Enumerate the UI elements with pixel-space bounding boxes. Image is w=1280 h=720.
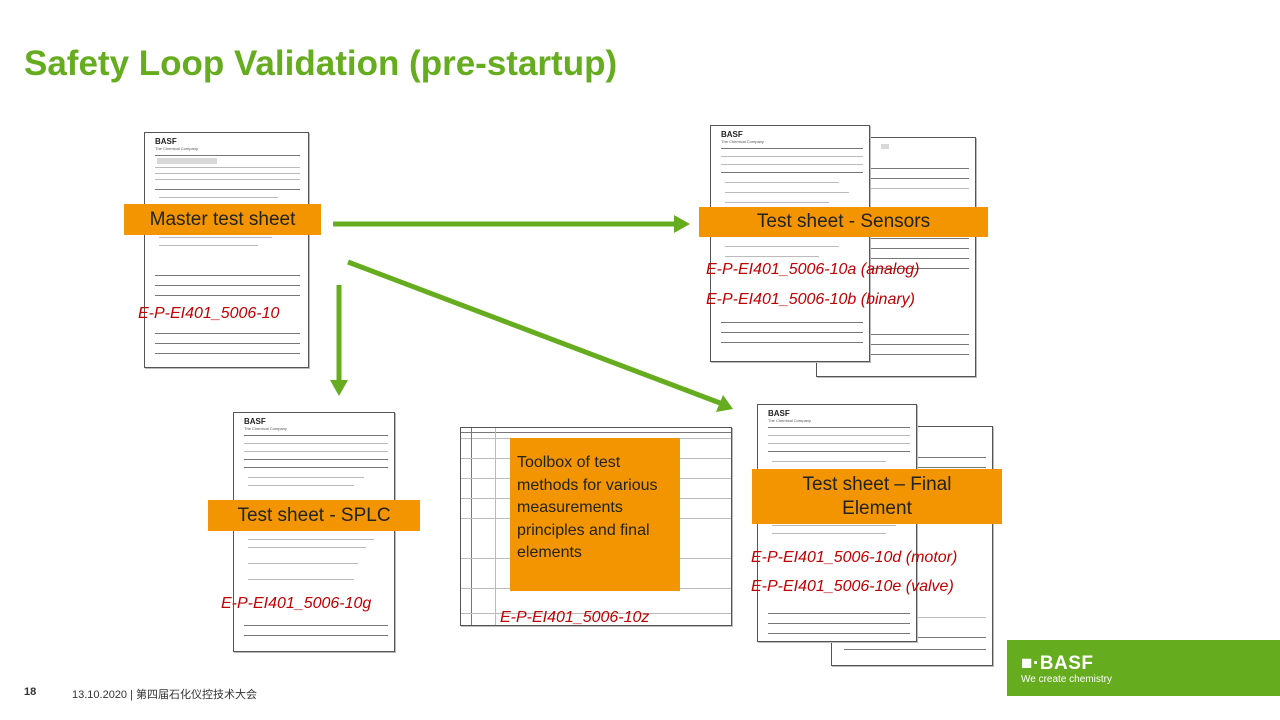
doc-logo-subtitle: The Chemical Company	[768, 418, 811, 423]
sensors-test-sheet-thumbnail-front: BASF The Chemical Company	[710, 125, 870, 362]
arrow-to-splc-head	[330, 380, 348, 396]
doc-logo-subtitle: The Chemical Company	[244, 426, 287, 431]
toolbox-code: E-P-EI401_5006-10z	[500, 609, 650, 626]
basf-tagline: We create chemistry	[1021, 674, 1112, 685]
doc-logo: BASF	[244, 417, 266, 426]
final-element-motor-code: E-P-EI401_5006-10d (motor)	[751, 549, 958, 566]
splc-test-sheet-code: E-P-EI401_5006-10g	[221, 595, 372, 612]
basf-logo-mark: ■·BASF	[1021, 653, 1094, 674]
final-element-valve-code: E-P-EI401_5006-10e (valve)	[751, 578, 954, 595]
doc-logo-subtitle: The Chemical Company	[155, 146, 198, 151]
doc-logo: BASF	[768, 409, 790, 418]
master-test-sheet-thumbnail: BASF The Chemical Company	[144, 132, 309, 368]
sensors-test-sheet-label: Test sheet - Sensors	[699, 207, 988, 237]
sensors-analog-code: E-P-EI401_5006-10a (analog)	[706, 261, 920, 278]
arrow-to-final-element	[347, 259, 721, 406]
doc-logo: BASF	[155, 137, 177, 146]
slide-title: Safety Loop Validation (pre-startup)	[24, 44, 618, 83]
splc-test-sheet-thumbnail: BASF The Chemical Company	[233, 412, 395, 652]
basf-logo: ■·BASF We create chemistry	[1007, 640, 1280, 696]
arrow-to-sensors-head	[674, 215, 690, 233]
page-number: 18	[24, 686, 37, 698]
toolbox-label: Toolbox of test methods for various meas…	[510, 438, 680, 591]
sensors-binary-code: E-P-EI401_5006-10b (binary)	[706, 291, 916, 308]
master-test-sheet-code: E-P-EI401_5006-10	[138, 305, 280, 322]
doc-logo: BASF	[721, 130, 743, 139]
final-element-test-sheet-label: Test sheet – Final Element	[752, 469, 1002, 524]
doc-logo-subtitle: The Chemical Company	[721, 139, 764, 144]
footer-date-conference: 13.10.2020 | 第四届石化仪控技术大会	[72, 689, 258, 701]
arrow-to-final-element-head	[716, 395, 733, 412]
splc-test-sheet-label: Test sheet - SPLC	[208, 500, 420, 531]
master-test-sheet-label: Master test sheet	[124, 204, 321, 235]
